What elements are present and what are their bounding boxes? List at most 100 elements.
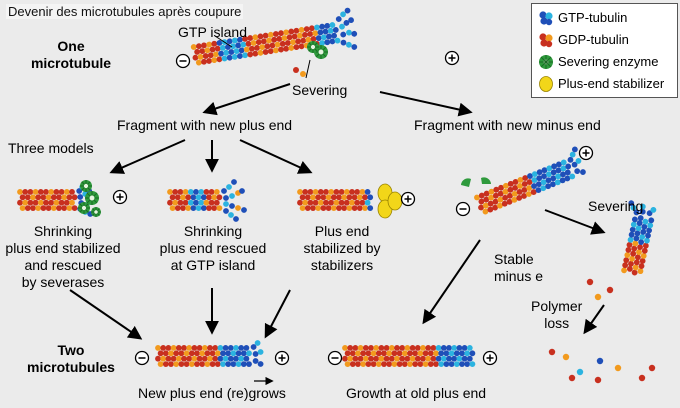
three-models-label: Three models xyxy=(8,140,94,156)
tubulin-bead xyxy=(637,215,644,221)
tubulin-bead xyxy=(170,345,177,351)
free-tubulin-bead xyxy=(596,357,604,365)
tubulin-bead xyxy=(195,194,202,201)
tubulin-bead xyxy=(559,177,566,184)
model3-caption: Plus end stabilized by stabilizers xyxy=(303,223,381,273)
tubulin-bead xyxy=(637,268,644,275)
tubulin-bead xyxy=(461,345,468,351)
tubulin-bead xyxy=(629,255,635,262)
tubulin-bead xyxy=(315,35,322,42)
legend-item-gtp: GTP-tubulin xyxy=(532,8,677,28)
tubulin-bead xyxy=(443,361,450,367)
tubulin-bead xyxy=(632,264,639,271)
minus-fragment-microtubule xyxy=(474,146,586,215)
tubulin-bead xyxy=(492,198,499,205)
frayed-tubulin-bead xyxy=(633,209,640,216)
tubulin-bead xyxy=(633,259,640,266)
frayed-tubulin-bead xyxy=(335,16,342,22)
gtp-island-pointer xyxy=(214,35,233,48)
tubulin-bead xyxy=(216,40,223,46)
tubulin-bead xyxy=(355,350,361,357)
frayed-tubulin-bead xyxy=(254,340,261,346)
tubulin-bead xyxy=(409,345,416,351)
tubulin-bead xyxy=(417,361,424,367)
tubulin-bead xyxy=(305,36,312,43)
tubulin-bead xyxy=(409,355,416,362)
tubulin-bead xyxy=(197,53,204,60)
tubulin-bead xyxy=(453,361,460,367)
tubulin-bead xyxy=(554,179,561,186)
tubulin-bead xyxy=(396,361,403,367)
fragment-minus-label: Fragment with new minus end xyxy=(414,117,601,133)
tubulin-bead xyxy=(259,44,266,50)
tubulin-bead xyxy=(425,355,432,362)
tubulin-bead xyxy=(446,355,452,362)
tubulin-bead xyxy=(304,205,311,211)
tubulin-bead xyxy=(355,361,361,367)
tubulin-bead xyxy=(209,361,216,367)
tubulin-bead xyxy=(648,217,655,224)
tubulin-bead xyxy=(61,194,68,201)
tubulin-bead xyxy=(310,205,316,211)
gtp-island-label: GTP island xyxy=(178,24,247,40)
tubulin-bead xyxy=(531,183,537,189)
tubulin-bead xyxy=(240,361,247,367)
tubulin-bead xyxy=(483,190,490,197)
tubulin-bead xyxy=(237,36,243,43)
tubulin-bead xyxy=(329,22,336,28)
tubulin-bead xyxy=(170,355,177,362)
tubulin-bead xyxy=(195,59,202,66)
tubulin-bead xyxy=(235,361,242,367)
tubulin-bead xyxy=(367,194,374,201)
tubulin-bead xyxy=(630,221,637,228)
tubulin-bead xyxy=(497,202,503,209)
tubulin-bead xyxy=(323,189,329,195)
tubulin-bead xyxy=(288,45,295,51)
tubulin-bead xyxy=(399,345,406,351)
frayed-tubulin-bead xyxy=(340,31,347,38)
tubulin-bead xyxy=(332,27,339,33)
tubulin-bead xyxy=(338,199,345,206)
tubulin-bead xyxy=(206,41,213,48)
frayed-tubulin-bead xyxy=(346,29,352,36)
frayed-tubulin-bead xyxy=(252,351,259,357)
frayed-tubulin-bead xyxy=(343,20,350,26)
tubulin-bead xyxy=(433,350,439,357)
tubulin-bead xyxy=(507,186,514,193)
tubulin-bead xyxy=(216,205,223,211)
tubulin-bead xyxy=(185,205,192,211)
tubulin-bead xyxy=(414,345,421,351)
frayed-tubulin-bead xyxy=(580,169,586,175)
tubulin-bead xyxy=(231,37,238,44)
tubulin-bead xyxy=(478,198,485,205)
free-tubulin-bead xyxy=(568,374,576,382)
tubulin-bead xyxy=(407,361,413,367)
tubulin-bead xyxy=(453,350,460,357)
frayed-tubulin-bead xyxy=(233,216,239,222)
tubulin-bead xyxy=(228,49,235,55)
tubulin-bead xyxy=(174,194,181,201)
tubulin-bead xyxy=(334,37,341,44)
tubulin-bead xyxy=(267,48,274,55)
tubulin-bead xyxy=(497,190,504,197)
tubulin-bead xyxy=(352,345,359,351)
frayed-tubulin-bead xyxy=(257,349,264,355)
tubulin-bead xyxy=(469,361,476,367)
tubulin-bead xyxy=(628,231,635,238)
frayed-tubulin-bead xyxy=(229,203,235,209)
tubulin-bead xyxy=(199,361,206,367)
tubulin-bead xyxy=(45,194,52,201)
tubulin-bead xyxy=(303,26,310,33)
tubulin-bead xyxy=(233,355,239,362)
tubulin-bead xyxy=(213,199,220,206)
one-microtubule-label: One microtubule xyxy=(30,38,112,71)
enzyme-m1-c xyxy=(78,202,90,214)
tubulin-bead xyxy=(226,54,233,61)
tubulin-bead xyxy=(324,22,331,29)
tubulin-bead xyxy=(173,361,180,367)
tubulin-bead xyxy=(297,189,303,195)
tubulin-bead xyxy=(157,361,164,367)
tubulin-bead xyxy=(521,187,528,193)
tubulin-bead xyxy=(194,350,200,357)
tubulin-bead xyxy=(536,169,543,176)
